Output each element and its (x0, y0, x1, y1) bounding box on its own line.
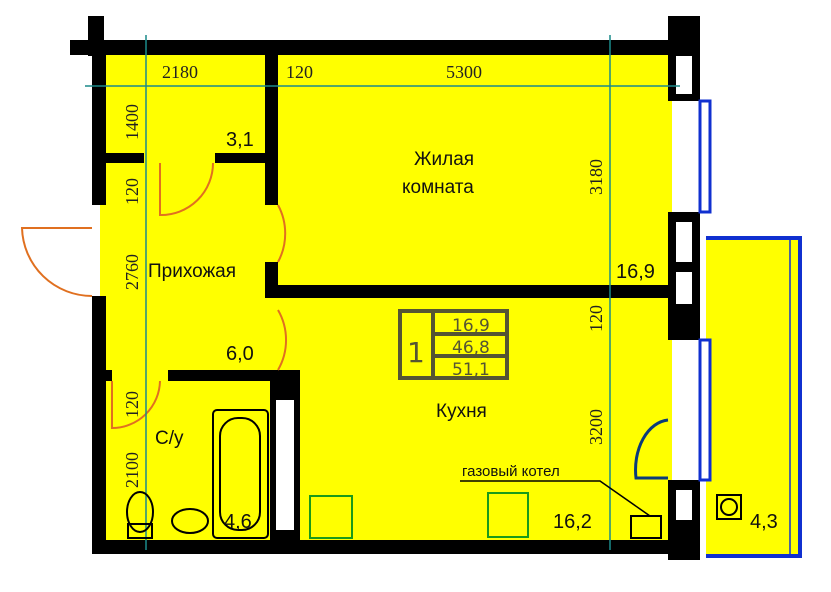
dim-left-1: 1400 (122, 104, 142, 140)
summary-total-area: 51,1 (452, 360, 490, 380)
dim-left-2: 120 (122, 178, 142, 205)
kitchen-sink-icon (309, 495, 353, 539)
hall-area: 6,0 (226, 343, 254, 365)
fixtures (126, 409, 742, 539)
bathroom-area: 4,6 (224, 511, 252, 533)
summary-total-living: 46,8 (452, 338, 490, 358)
stove-icon (487, 492, 529, 538)
dim-left-4: 120 (122, 391, 142, 418)
balcony-area: 4,3 (750, 511, 778, 533)
exterior-walls (70, 16, 700, 560)
boiler-label: газовый котел (462, 463, 560, 480)
interior-walls (104, 55, 668, 542)
living-room-label: Жилая (414, 149, 474, 170)
kitchen-label: Кухня (436, 401, 487, 422)
dim-left-3: 2760 (122, 254, 142, 290)
balcony-railing (706, 236, 802, 558)
dimension-lines (85, 35, 680, 550)
doors (20, 162, 669, 480)
dim-top-3: 5300 (446, 62, 482, 82)
dim-right-2: 120 (586, 305, 606, 332)
living-room-label-2: комната (402, 177, 474, 198)
window-living (698, 99, 712, 214)
dim-top-1: 2180 (162, 62, 198, 82)
vent-icon (716, 494, 742, 520)
living-room-area: 16,9 (616, 261, 655, 283)
closet-area: 3,1 (226, 129, 254, 151)
dim-right-1: 3180 (586, 159, 606, 195)
summary-living-area: 16,9 (452, 316, 490, 336)
summary-room-count: 1 (407, 336, 425, 369)
bathroom-label: С/у (155, 428, 184, 449)
dim-top-2: 120 (286, 62, 313, 82)
sink-icon (171, 508, 209, 534)
toilet-icon (126, 491, 154, 533)
window-kitchen (698, 338, 712, 482)
boiler-icon (630, 515, 662, 539)
hall-label: Прихожая (148, 261, 236, 282)
kitchen-area: 16,2 (553, 511, 592, 533)
balcony-floor (706, 238, 800, 554)
dim-left-5: 2100 (122, 452, 142, 488)
summary-table (398, 309, 509, 380)
bathtub-icon (212, 409, 269, 539)
dim-right-3: 3200 (586, 409, 606, 445)
